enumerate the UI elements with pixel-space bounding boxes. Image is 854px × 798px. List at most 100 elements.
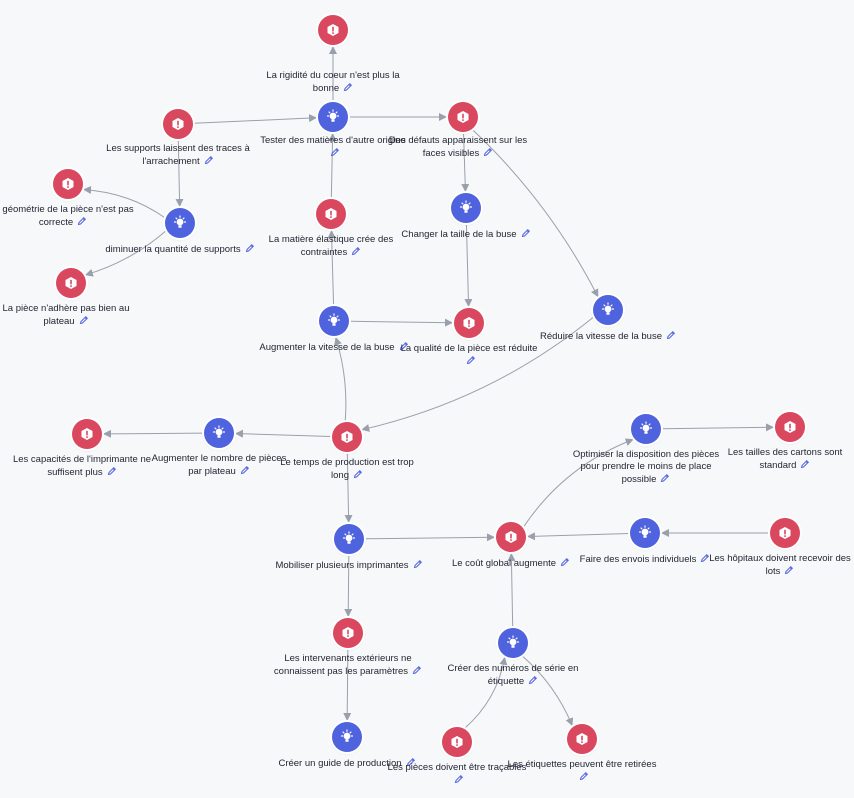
edge-optimiser-to-cartons <box>661 423 775 432</box>
node-hopitaux[interactable] <box>770 518 800 548</box>
node-geometrie[interactable] <box>53 169 83 199</box>
node-rigidite[interactable] <box>318 15 348 45</box>
node-label-numeros: Créer des numéros de série en étiquette <box>438 663 588 689</box>
node-augmenter-pieces[interactable] <box>204 418 234 448</box>
pencil-icon[interactable] <box>521 228 531 242</box>
edge-elastique-to-tester <box>328 132 337 199</box>
alert-icon <box>326 23 340 37</box>
node-mobiliser[interactable] <box>334 524 364 554</box>
node-label-text: La pièce n'adhère pas bien au plateau <box>2 303 130 327</box>
pencil-icon[interactable] <box>245 243 255 257</box>
pencil-icon[interactable] <box>399 341 409 355</box>
pencil-icon[interactable] <box>406 757 416 771</box>
pencil-icon[interactable] <box>660 473 670 487</box>
node-defauts[interactable] <box>448 102 478 132</box>
pencil-icon[interactable] <box>353 469 363 483</box>
node-label-text: la géométrie de la pièce n'est pas corre… <box>0 204 134 228</box>
node-label-text: Les intervenants extérieurs ne connaisse… <box>273 653 412 677</box>
alert-icon <box>778 526 792 540</box>
edge-envois-to-cout <box>526 532 630 541</box>
edge-temps-to-mobiliser <box>344 452 353 524</box>
alert-icon <box>61 177 75 191</box>
edge-augmenter-vitesse-to-elastique <box>327 229 336 306</box>
pencil-icon[interactable] <box>700 553 710 567</box>
node-tracables[interactable] <box>442 727 472 757</box>
node-label-optimiser: Optimiser la disposition des pièces pour… <box>571 449 721 487</box>
node-label-envois: Faire des envois individuels <box>570 553 720 567</box>
node-label-text: Faire des envois individuels <box>579 554 697 565</box>
node-label-tester: Tester des matières d'autre origine <box>258 135 408 161</box>
node-elastique[interactable] <box>316 199 346 229</box>
node-label-text: Les capacités de l'imprimante ne suffise… <box>12 454 152 478</box>
node-numeros[interactable] <box>498 628 528 658</box>
edge-diminuer-to-adhere <box>84 230 167 277</box>
alert-icon <box>456 110 470 124</box>
edge-numeros-to-etiquettes <box>522 655 574 727</box>
pencil-icon[interactable] <box>579 771 589 785</box>
node-optimiser[interactable] <box>631 414 661 444</box>
node-diminuer[interactable] <box>165 208 195 238</box>
node-supports[interactable] <box>163 109 193 139</box>
node-label-text: Réduire la vitesse de la buse <box>540 331 662 342</box>
node-label-reduire-vitesse: Réduire la vitesse de la buse <box>533 330 683 344</box>
node-label-temps: Le temps de production est trop long <box>272 457 422 483</box>
pencil-icon[interactable] <box>483 147 493 161</box>
node-reduire-vitesse[interactable] <box>593 295 623 325</box>
node-label-diminuer: diminuer la quantité de supports <box>105 243 255 257</box>
node-capacites[interactable] <box>72 419 102 449</box>
pencil-icon[interactable] <box>204 155 214 169</box>
node-envois[interactable] <box>630 518 660 548</box>
node-label-text: Créer un guide de production <box>278 758 402 769</box>
pencil-icon[interactable] <box>466 355 476 369</box>
node-label-text: Optimiser la disposition des pièces pour… <box>572 449 720 485</box>
node-augmenter-vitesse[interactable] <box>319 306 349 336</box>
edge-temps-to-augmenter-vitesse <box>334 336 347 422</box>
pencil-icon[interactable] <box>343 82 353 96</box>
node-cout[interactable] <box>496 522 526 552</box>
pencil-icon[interactable] <box>800 459 810 473</box>
node-tester[interactable] <box>318 102 348 132</box>
node-label-text: Le temps de production est trop long <box>280 457 414 481</box>
node-label-rigidite: La rigidité du coeur n'est plus la bonne <box>258 70 408 96</box>
node-temps[interactable] <box>332 422 362 452</box>
pencil-icon[interactable] <box>77 216 87 230</box>
node-label-text: Mobiliser plusieurs imprimantes <box>275 560 409 571</box>
lightbulb-icon <box>600 302 616 318</box>
node-taille-buse[interactable] <box>451 193 481 223</box>
node-adhere[interactable] <box>56 268 86 298</box>
node-guide[interactable] <box>332 722 362 752</box>
alert-icon <box>324 207 338 221</box>
pencil-icon[interactable] <box>79 315 89 329</box>
node-label-intervenants: Les intervenants extérieurs ne connaisse… <box>273 653 423 679</box>
pencil-icon[interactable] <box>528 675 538 689</box>
pencil-icon[interactable] <box>666 330 676 344</box>
node-label-capacites: Les capacités de l'imprimante ne suffise… <box>7 454 157 480</box>
pencil-icon[interactable] <box>351 246 361 260</box>
pencil-icon[interactable] <box>413 559 423 573</box>
edge-cout-to-optimiser <box>523 438 634 528</box>
node-label-geometrie: la géométrie de la pièce n'est pas corre… <box>0 204 138 230</box>
pencil-icon[interactable] <box>784 565 794 579</box>
alert-icon <box>341 626 355 640</box>
node-intervenants[interactable] <box>333 618 363 648</box>
edge-tracables-to-numeros <box>464 656 508 729</box>
pencil-icon[interactable] <box>240 465 250 479</box>
pencil-icon[interactable] <box>412 665 422 679</box>
node-label-text: diminuer la quantité de supports <box>105 244 241 255</box>
pencil-icon[interactable] <box>107 466 117 480</box>
lightbulb-icon <box>341 531 357 547</box>
edge-supports-to-diminuer <box>175 139 184 208</box>
node-label-text: Les pièces doivent être traçables <box>387 762 527 773</box>
lightbulb-icon <box>211 425 227 441</box>
node-cartons[interactable] <box>775 412 805 442</box>
pencil-icon[interactable] <box>330 147 340 161</box>
pencil-icon[interactable] <box>560 557 570 571</box>
node-qualite[interactable] <box>454 308 484 338</box>
pencil-icon[interactable] <box>454 774 464 788</box>
node-label-text: Tester des matières d'autre origine <box>260 135 406 146</box>
node-label-supports: Les supports laissent des traces à l'arr… <box>103 143 253 169</box>
lightbulb-icon <box>638 421 654 437</box>
node-etiquettes[interactable] <box>567 724 597 754</box>
lightbulb-icon <box>637 525 653 541</box>
